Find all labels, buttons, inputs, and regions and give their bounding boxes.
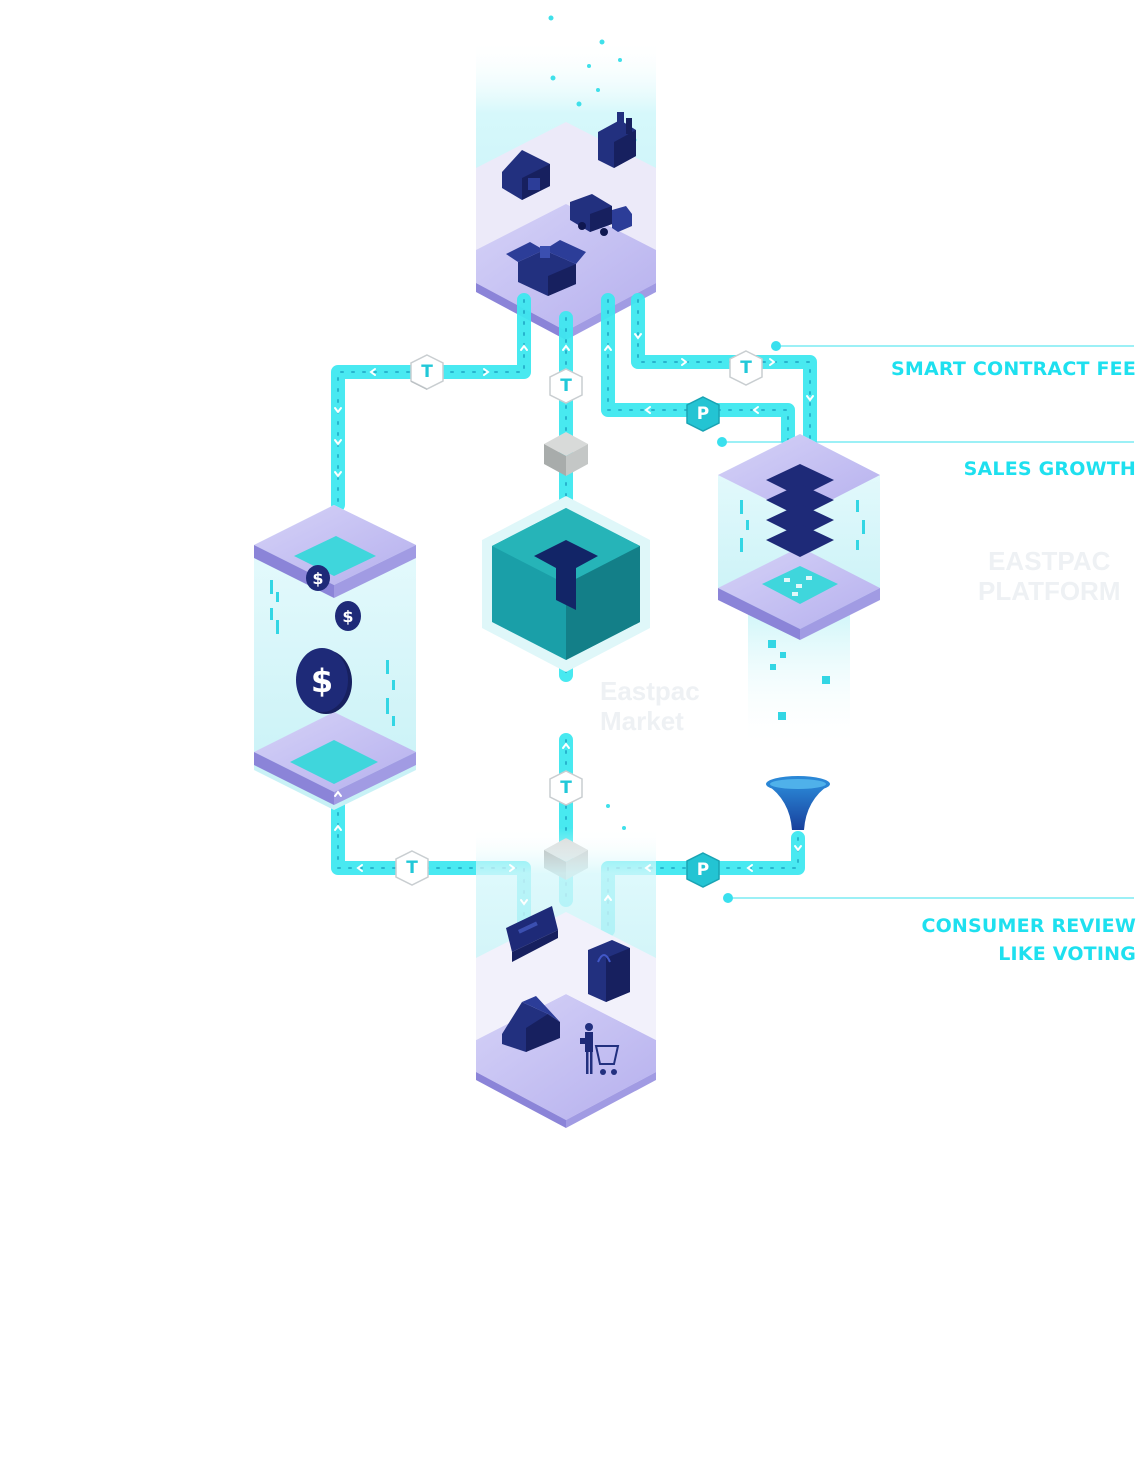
consumer-review-label: CONSUMER REVIEW LIKE VOTING (921, 912, 1136, 968)
supply-column (476, 15, 656, 340)
market-watermark-line2: Market (600, 706, 684, 736)
shopping-bag-icon (588, 940, 630, 1002)
consumer-review-line2: LIKE VOTING (998, 943, 1136, 965)
sales-growth-label: SALES GROWTH (964, 455, 1136, 483)
shopper-icon (580, 1023, 620, 1075)
platform-watermark-line1: EASTPAC (988, 546, 1111, 576)
platform-watermark: EASTPAC PLATFORM (978, 546, 1121, 606)
point-badge[interactable]: P (686, 396, 720, 432)
truck-icon (570, 194, 632, 236)
token-badge-label: T (560, 778, 572, 798)
coin-exchange-box: $ $ $ (254, 505, 416, 810)
consumer-column (476, 804, 656, 1128)
token-badge-label: T (406, 858, 418, 878)
eastpac-logo-icon (482, 496, 650, 672)
relay-cube (544, 432, 588, 476)
market-watermark-line1: Eastpac (600, 676, 700, 706)
store-icon (502, 996, 560, 1052)
open-box-icon (506, 240, 586, 296)
token-badge[interactable]: T (395, 850, 429, 886)
coin-icon: $ (296, 648, 352, 714)
factory-icon (598, 112, 636, 168)
token-badge-label: T (421, 362, 433, 382)
stack-icon (766, 464, 834, 557)
sales-growth-text: SALES GROWTH (963, 458, 1136, 480)
token-badge[interactable]: T (410, 354, 444, 390)
card-icon (506, 906, 558, 962)
point-badge-label: P (696, 404, 710, 424)
svg-text:$: $ (342, 607, 353, 626)
token-badge[interactable]: T (549, 770, 583, 806)
svg-text:$: $ (311, 662, 333, 700)
point-badge[interactable]: P (686, 852, 720, 888)
token-badge[interactable]: T (729, 350, 763, 386)
consumer-review-line1: CONSUMER REVIEW (921, 915, 1136, 937)
svg-text:$: $ (312, 569, 323, 588)
coin-icon: $ (335, 601, 361, 631)
coin-icon: $ (306, 565, 330, 591)
smart-contract-fee-text: SMART CONTRACT FEE (891, 358, 1136, 380)
smart-contract-fee-label: SMART CONTRACT FEE (891, 355, 1136, 383)
flow-arrows (334, 333, 814, 906)
point-badge-label: P (696, 860, 710, 880)
funnel-icon (766, 776, 830, 830)
warehouse-icon (502, 150, 550, 200)
token-badge-label: T (740, 358, 752, 378)
token-badge[interactable]: T (549, 368, 583, 404)
token-badge-label: T (560, 376, 572, 396)
sales-growth-box (718, 434, 880, 750)
platform-watermark-line2: PLATFORM (978, 576, 1121, 606)
market-watermark: Eastpac Market (600, 676, 700, 736)
